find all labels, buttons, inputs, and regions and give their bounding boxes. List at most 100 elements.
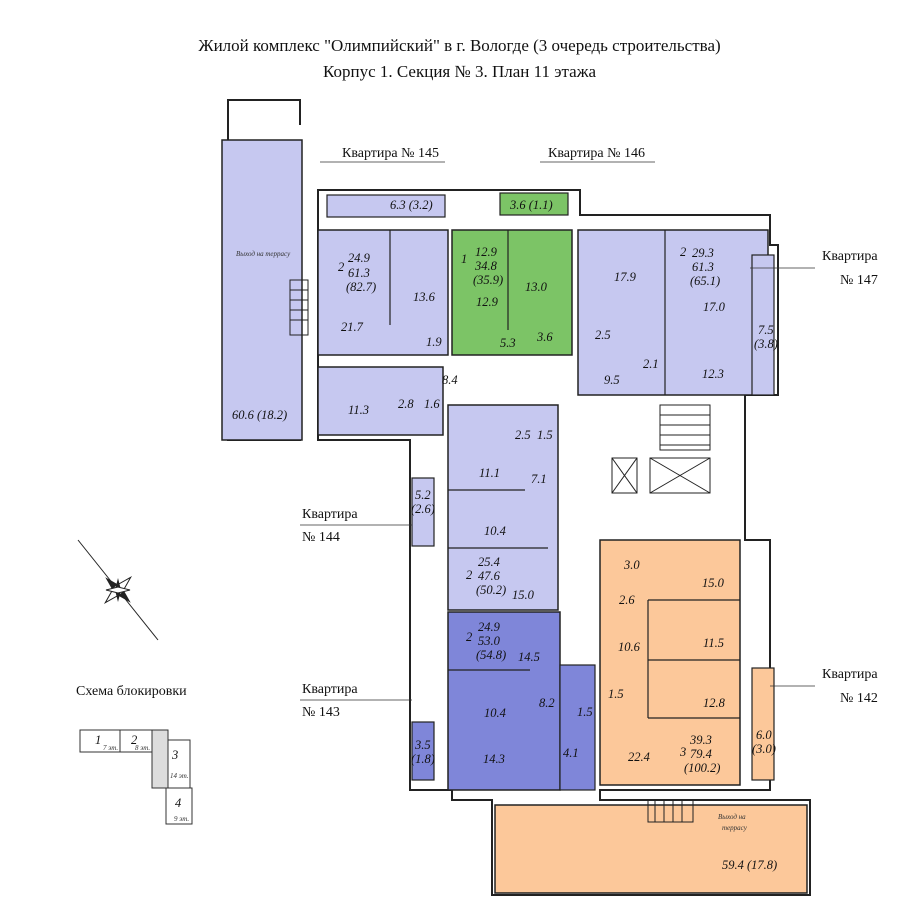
apartment-total: 47.6 bbox=[478, 569, 500, 583]
room-area: 15.0 bbox=[702, 576, 724, 590]
terrace-exit-label: Выход на террасу bbox=[236, 250, 291, 258]
room-count: 2 bbox=[466, 630, 473, 644]
apartment-143-b bbox=[559, 664, 596, 791]
apartment-144 bbox=[447, 404, 559, 611]
apartment-total-full: (35.9) bbox=[473, 273, 504, 287]
schema-floors: 7 эт. bbox=[103, 744, 119, 752]
schema-title: Схема блокировки bbox=[76, 684, 187, 699]
apartment-143-number: № 143 bbox=[302, 705, 340, 720]
balcony-145 bbox=[326, 194, 446, 218]
room-area: 11.3 bbox=[348, 403, 369, 417]
blocking-schema bbox=[79, 729, 193, 825]
room-area: 3.0 bbox=[624, 558, 640, 572]
room-area: 9.5 bbox=[604, 373, 620, 387]
room-area: 17.0 bbox=[703, 300, 725, 314]
balcony-146 bbox=[499, 192, 569, 216]
room-area: 8.2 bbox=[539, 696, 555, 710]
terrace-142 bbox=[494, 804, 808, 894]
room-area: 12.3 bbox=[702, 367, 724, 381]
apartment-142-label: Квартира bbox=[822, 667, 878, 682]
apartment-145-label: Квартира № 145 bbox=[342, 146, 439, 161]
room-area: 1.5 bbox=[577, 705, 593, 719]
room-area: 39.3 bbox=[690, 733, 712, 747]
schema-floors: 8 эт. bbox=[135, 744, 151, 752]
room-area: 8.4 bbox=[442, 373, 458, 387]
room-count: 2 bbox=[466, 568, 473, 582]
terrace-145 bbox=[221, 139, 303, 441]
room-area: 15.0 bbox=[512, 588, 534, 602]
room-area: 17.9 bbox=[614, 270, 636, 284]
room-area: 2.5 bbox=[515, 428, 531, 442]
room-area: 1.6 bbox=[424, 397, 440, 411]
apartment-143 bbox=[447, 611, 561, 791]
balcony-area: 5.2 bbox=[415, 488, 431, 502]
room-area: 24.9 bbox=[348, 251, 370, 265]
apartment-total-full: (54.8) bbox=[476, 648, 507, 662]
room-area: 12.8 bbox=[703, 696, 725, 710]
room-area: 10.4 bbox=[484, 706, 506, 720]
balcony-144 bbox=[411, 477, 435, 547]
apartment-total: 53.0 bbox=[478, 634, 500, 648]
balcony-area-full: (3.8) bbox=[754, 337, 778, 351]
apartment-143-label: Квартира bbox=[302, 682, 358, 697]
terrace-area: 59.4 (17.8) bbox=[722, 858, 778, 872]
room-area: 4.1 bbox=[563, 746, 579, 760]
balcony-143 bbox=[411, 721, 435, 781]
room-area: 2.6 bbox=[619, 593, 635, 607]
apartment-144-number: № 144 bbox=[302, 530, 340, 545]
schema-floors: 9 эт. bbox=[174, 815, 190, 823]
balcony-area: 6.3 (3.2) bbox=[390, 198, 433, 212]
schema-section: 2 bbox=[131, 733, 138, 747]
apartment-total: 34.8 bbox=[475, 259, 497, 273]
schema-section: 4 bbox=[175, 796, 182, 810]
schema-floors: 14 эт. bbox=[170, 772, 189, 780]
room-area: 2.5 bbox=[595, 328, 611, 342]
apartment-147 bbox=[577, 229, 769, 396]
apartment-total: 61.3 bbox=[348, 266, 370, 280]
room-area: 21.7 bbox=[341, 320, 363, 334]
room-area: 12.9 bbox=[475, 245, 497, 259]
room-area: 24.9 bbox=[478, 620, 500, 634]
room-count: 1 bbox=[461, 252, 468, 266]
room-area: 29.3 bbox=[692, 246, 714, 260]
apartment-144-label: Квартира bbox=[302, 507, 358, 522]
plan-title: Жилой комплекс "Олимпийский" в г. Вологд… bbox=[198, 36, 721, 55]
room-area: 25.4 bbox=[478, 555, 500, 569]
room-area: 13.6 bbox=[413, 290, 435, 304]
apartment-147-number: № 147 bbox=[840, 273, 878, 288]
terrace-exit-label: террасу bbox=[722, 824, 747, 832]
apartment-146-label: Квартира № 146 bbox=[548, 146, 645, 161]
room-area: 2.8 bbox=[398, 397, 414, 411]
leader-lines bbox=[300, 161, 815, 701]
balcony-area: 6.0 bbox=[756, 728, 772, 742]
room-area: 14.5 bbox=[518, 650, 540, 664]
room-area: 10.4 bbox=[484, 524, 506, 538]
room-area: 2.1 bbox=[643, 357, 659, 371]
room-area: 7.1 bbox=[531, 472, 547, 486]
apartment-total-full: (100.2) bbox=[684, 761, 721, 775]
room-area: 12.9 bbox=[476, 295, 498, 309]
room-area: 1.5 bbox=[608, 687, 624, 701]
room-area: 14.3 bbox=[483, 752, 505, 766]
apartment-147-label: Квартира bbox=[822, 249, 878, 264]
schema-section: 3 bbox=[172, 748, 179, 762]
room-area: 3.6 bbox=[537, 330, 553, 344]
balcony-area: 3.5 bbox=[415, 738, 431, 752]
apartment-total-full: (82.7) bbox=[346, 280, 377, 294]
balcony-area-full: (2.6) bbox=[411, 502, 435, 516]
apartment-total: 79.4 bbox=[690, 747, 712, 761]
apartment-146 bbox=[451, 229, 573, 356]
apartment-total-full: (50.2) bbox=[476, 583, 507, 597]
balcony-area-full: (1.8) bbox=[411, 752, 435, 766]
room-area: 22.4 bbox=[628, 750, 650, 764]
balcony-147 bbox=[751, 254, 775, 396]
schema-section: 1 bbox=[95, 733, 102, 747]
balcony-142 bbox=[751, 667, 775, 781]
apartment-142-number: № 142 bbox=[840, 691, 878, 706]
apartment-142 bbox=[599, 539, 741, 786]
balcony-area-full: (3.0) bbox=[752, 742, 776, 756]
terrace-area: 60.6 (18.2) bbox=[232, 408, 288, 422]
stair-core bbox=[289, 279, 711, 823]
apartment-145 bbox=[317, 229, 449, 356]
